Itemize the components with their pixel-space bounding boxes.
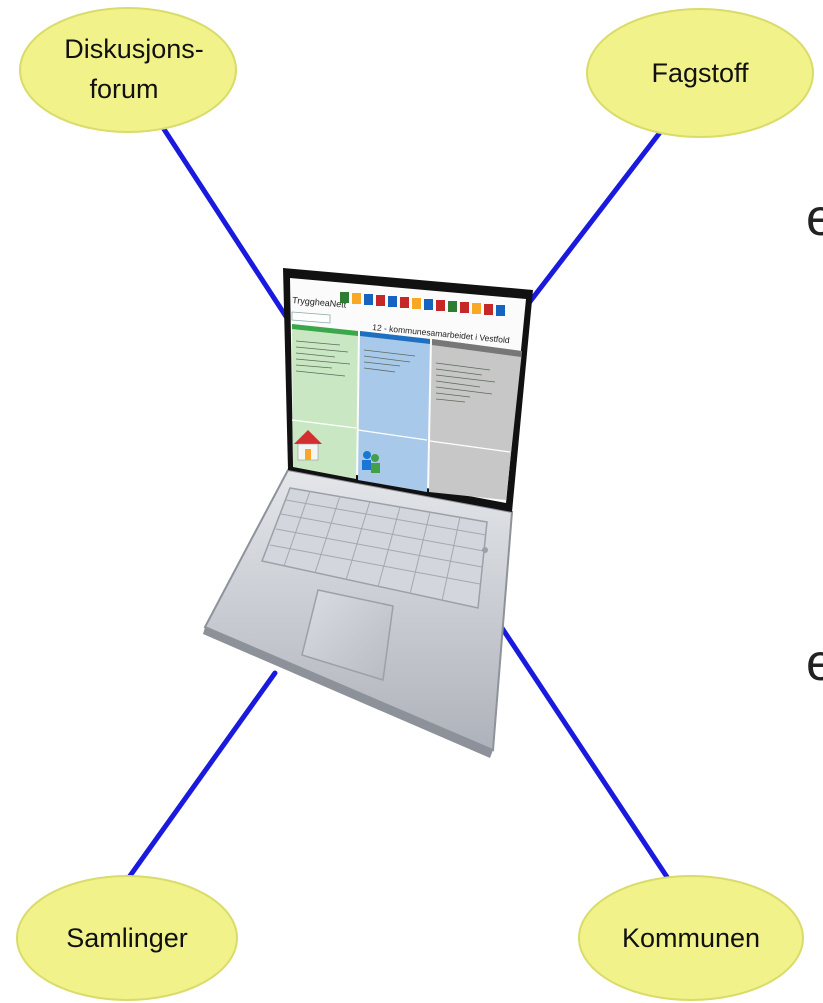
node-diskusjonsforum-label-line1: Diskusjons- bbox=[64, 34, 204, 64]
house-icon bbox=[294, 430, 322, 461]
screen-text-lines bbox=[295, 340, 496, 403]
node-kommunen: Kommunen bbox=[578, 875, 804, 1001]
connectors bbox=[124, 117, 672, 883]
node-kommunen-label: Kommunen bbox=[622, 923, 760, 953]
node-diskusjonsforum: Diskusjons- forum bbox=[19, 7, 237, 133]
node-diskusjonsforum-shape bbox=[19, 7, 237, 133]
node-kommunen-shape bbox=[578, 875, 804, 1001]
clipped-letter-upper: e bbox=[806, 189, 823, 247]
node-samlinger: Samlinger bbox=[16, 875, 238, 1001]
node-fagstoff-label: Fagstoff bbox=[651, 58, 749, 88]
laptop-icon: TryggheaNett 12 - kommunesamarbeidet i V… bbox=[203, 268, 533, 758]
connector-top-right bbox=[519, 119, 671, 315]
laptop-trackpad bbox=[301, 589, 394, 681]
node-fagstoff-shape bbox=[586, 8, 814, 138]
node-fagstoff: Fagstoff bbox=[586, 8, 814, 138]
screen-search-box bbox=[291, 311, 331, 324]
screen-crests bbox=[340, 292, 505, 316]
screen-column-blue bbox=[358, 331, 430, 492]
people-icon bbox=[362, 451, 380, 473]
screen-site-name: TryggheaNett bbox=[292, 295, 347, 310]
laptop-screen: TryggheaNett 12 - kommunesamarbeidet i V… bbox=[290, 278, 526, 503]
screen-column-gray bbox=[429, 339, 522, 500]
laptop-front-edge bbox=[203, 627, 493, 758]
node-samlinger-shape bbox=[16, 875, 238, 1001]
laptop-keyboard bbox=[260, 487, 488, 609]
connector-top-left bbox=[155, 117, 290, 321]
laptop-port bbox=[482, 547, 488, 553]
keyboard-keys bbox=[269, 490, 487, 602]
connector-bottom-right bbox=[495, 619, 672, 883]
node-diskusjonsforum-label-line2: forum bbox=[89, 74, 158, 104]
connector-bottom-left bbox=[124, 670, 278, 883]
clipped-letter-lower: e bbox=[806, 634, 823, 692]
node-samlinger-label: Samlinger bbox=[66, 923, 188, 953]
